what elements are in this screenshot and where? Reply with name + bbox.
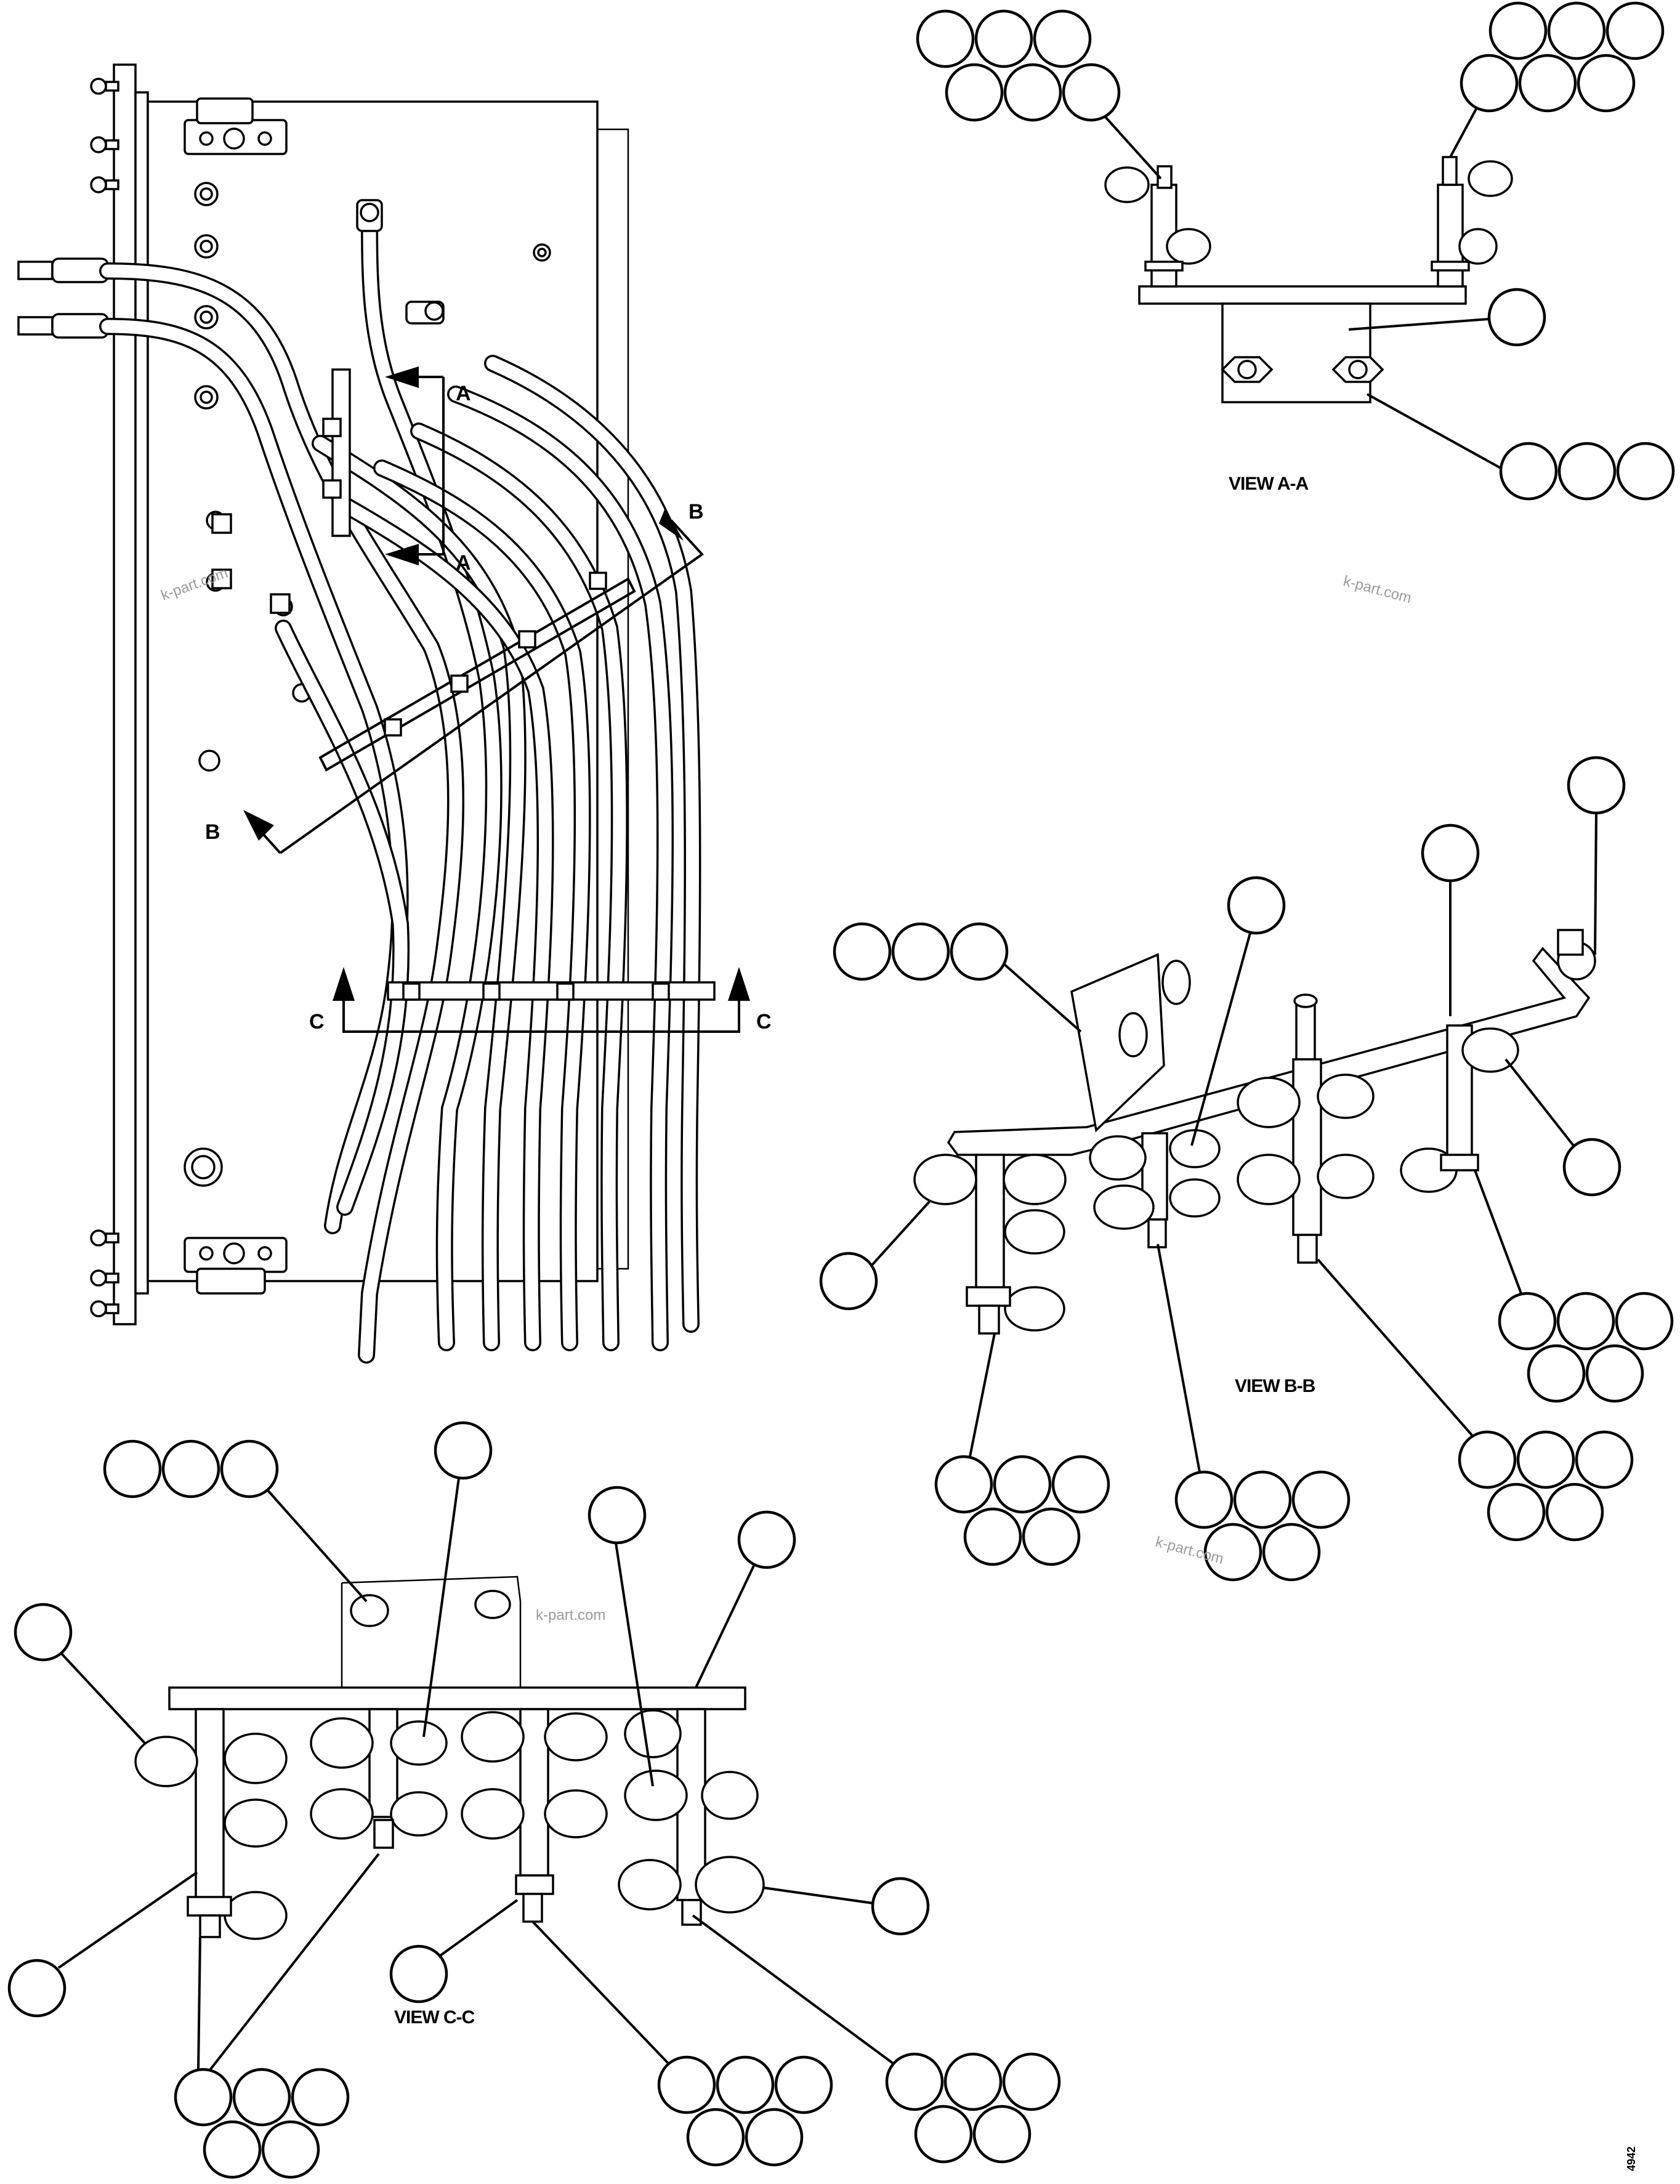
view-bb-balloon-cluster-left (934, 1333, 1110, 1566)
hose-bundle (99, 207, 701, 1364)
view-a-a: VIEW A-A (916, 1, 1675, 501)
section-line-c: C C (309, 967, 772, 1033)
view-bb-balloon-cluster-right (1474, 1170, 1674, 1403)
view-aa-balloon-cluster-1 (916, 9, 1162, 180)
view-aa-fittings (1221, 356, 1384, 383)
section-marker-b-bottom: B (205, 820, 220, 844)
view-cc-balloon-a (422, 1421, 493, 1737)
section-line-a: A A (385, 366, 471, 575)
view-cc-balloon-cluster-bottom-right (692, 1914, 1061, 2164)
clamp-bar-a (322, 368, 351, 537)
mounting-bar (113, 63, 137, 1325)
view-bb-clamp-stack-4 (1400, 1024, 1519, 1193)
section-marker-a-top: A (456, 382, 471, 405)
view-bb-balloon-upright (833, 922, 1082, 1033)
view-bb-balloon-e (819, 1200, 931, 1311)
view-c-c: VIEW C-C (7, 1421, 1061, 2179)
watermark-3: k-part.com (536, 1607, 605, 1624)
view-cc-clamp-stack-2 (310, 1708, 448, 1849)
view-bb-balloon-c (1567, 756, 1626, 955)
view-aa-clamp-right (1431, 156, 1513, 288)
view-aa-balloon-cluster-2 (1449, 1, 1665, 158)
view-bb-clamp-stack-1 (913, 1154, 1067, 1335)
main-assembly: A A B B C C (17, 63, 772, 1364)
view-cc-clamp-stack-3 (461, 1708, 608, 1923)
view-bb-clamp-stack-3 (1237, 1058, 1375, 1264)
view-cc-balloon-cluster-top (103, 1439, 368, 1603)
drawing-code: 4942 (1625, 2146, 1638, 2171)
view-b-b: VIEW B-B (819, 756, 1674, 1582)
view-cc-balloon-g (763, 1877, 930, 1936)
view-bb-balloon-d (1504, 1058, 1621, 1197)
view-cc-balloon-cluster-bottom-mid (531, 1920, 833, 2167)
watermark-2: k-part.com (1341, 573, 1413, 607)
view-bb-balloon-a (1190, 876, 1286, 1146)
section-marker-c-right: C (756, 1010, 772, 1033)
side-fittings (17, 257, 109, 339)
view-cc-balloon-f (389, 1899, 519, 2004)
view-bb-upright (1070, 953, 1165, 1133)
view-cc-balloon-d (14, 1603, 146, 1744)
view-bb-balloon-cluster-mid (1157, 1244, 1351, 1582)
view-bb-balloon-cluster-mid-right (1317, 1258, 1634, 1542)
hose-fittings (211, 199, 445, 614)
view-aa-clamp-left (1104, 165, 1211, 288)
section-marker-c-left: C (309, 1010, 325, 1033)
view-cc-balloon-cluster-bottom-left (174, 1853, 380, 2179)
view-aa-balloon-cluster-3 (1367, 393, 1675, 501)
view-cc-balloon-c (695, 1510, 796, 1688)
top-bracket (184, 97, 288, 155)
view-cc-bracket (168, 1686, 746, 1710)
view-cc-balloon-e (7, 1871, 198, 2018)
section-marker-b-top: B (689, 500, 704, 524)
view-bb-balloon-b (1421, 823, 1480, 1016)
section-marker-a-bottom: A (456, 551, 471, 575)
bottom-bracket (184, 1237, 288, 1295)
view-cc-balloon-b (588, 1486, 654, 1787)
clamp-bar-b (318, 572, 636, 772)
view-cc-clamp-stack-4 (618, 1708, 765, 1926)
view-cc-clamp-stack-1 (134, 1708, 288, 1940)
view-cc-upright (341, 1575, 522, 1688)
mounting-bolts (90, 78, 119, 1317)
view-bb-bolt-top (1557, 929, 1596, 981)
view-bb-title: VIEW B-B (1235, 1376, 1315, 1396)
clamp-bar-c (387, 981, 716, 1001)
view-bb-clamp-stack-2 (1089, 1129, 1221, 1248)
view-cc-title: VIEW C-C (394, 2007, 475, 2028)
view-aa-balloon-single (1348, 288, 1546, 347)
view-aa-title: VIEW A-A (1229, 474, 1309, 494)
section-line-b: B B (205, 500, 704, 854)
